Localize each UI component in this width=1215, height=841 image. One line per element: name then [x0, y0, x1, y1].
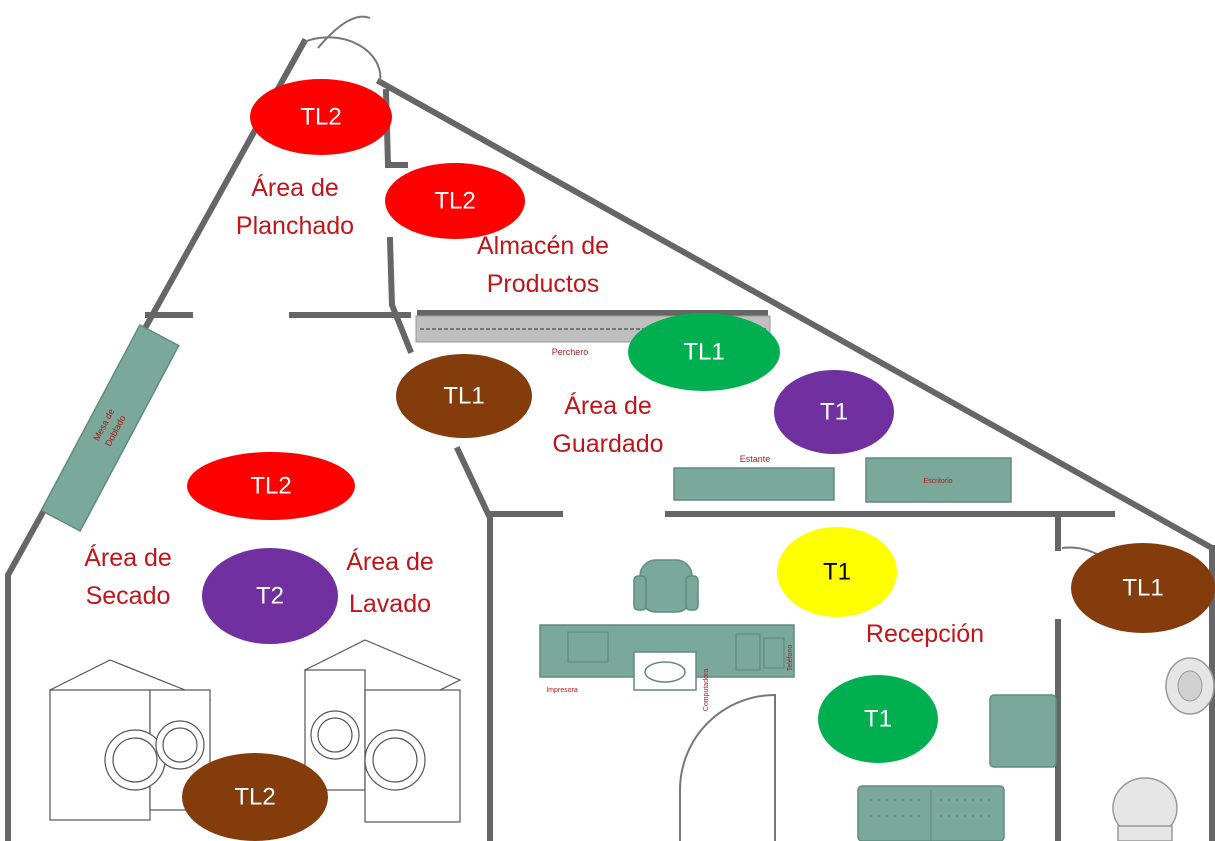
computer-label: Computadora — [703, 669, 710, 712]
door-entrance-swing — [317, 15, 371, 49]
room-labels: Área de Planchado Almacén de Productos Á… — [84, 173, 984, 648]
coat-rack-label: Perchero — [552, 347, 589, 357]
room-recepcion: Recepción — [866, 620, 984, 648]
sofa — [857, 785, 1005, 841]
markers: TL2 TL2 TL1 TL1 T1 TL2 T2 T1 — [182, 79, 1215, 841]
marker-label: TL1 — [1122, 575, 1163, 602]
marker-ellipse — [202, 548, 338, 644]
washbasin — [1165, 657, 1215, 715]
dryer-machines — [48, 659, 212, 821]
shelf-label: Estante — [740, 454, 771, 464]
marker-tl2-planchado-2: TL2 — [385, 163, 525, 239]
door-entrance-top — [303, 36, 382, 83]
room-lavado-line1: Área de — [346, 547, 434, 576]
marker-t1-guardado: T1 — [774, 370, 894, 454]
room-guardado-line2: Guardado — [552, 430, 663, 458]
marker-label: T1 — [864, 706, 892, 733]
marker-t1-recepcion-yellow: T1 — [777, 527, 897, 617]
marker-ellipse — [774, 370, 894, 454]
marker-t2-lavado: T2 — [202, 548, 338, 644]
room-almacen-line2: Productos — [487, 270, 600, 298]
marker-ellipse — [182, 753, 328, 841]
marker-ellipse — [187, 452, 355, 520]
outer-wall-left — [5, 37, 309, 841]
marker-tl2-lavado-bottom: TL2 — [182, 753, 328, 841]
marker-ellipse — [396, 354, 532, 438]
marker-label: TL2 — [250, 473, 291, 500]
marker-tl2-secado: TL2 — [187, 452, 355, 520]
marker-tl1-guardado: TL1 — [396, 354, 532, 438]
marker-label: T1 — [823, 559, 851, 586]
doors — [303, 15, 1113, 841]
marker-label: TL2 — [434, 188, 475, 215]
outer-wall-diagonal — [375, 77, 1215, 553]
marker-label: T2 — [256, 583, 284, 610]
computer-disc — [644, 661, 686, 683]
folding-table: Mesa de Doblado — [40, 323, 180, 533]
partition-guardado-diagonal — [454, 446, 493, 841]
marker-ellipse — [250, 79, 392, 155]
desk — [865, 457, 1012, 503]
marker-tl1-bathroom: TL1 — [1071, 543, 1215, 633]
marker-ellipse — [818, 675, 938, 763]
marker-t1-recepcion-green: T1 — [818, 675, 938, 763]
marker-label: TL1 — [683, 339, 724, 366]
marker-tl1-perchero: TL1 — [628, 313, 780, 391]
room-secado-line1: Área de — [84, 543, 172, 572]
room-lavado-line2: Lavado — [349, 590, 431, 618]
walls — [5, 37, 1215, 841]
room-almacen-line1: Almacén de — [477, 232, 609, 260]
marker-tl2-planchado: TL2 — [250, 79, 392, 155]
marker-label: T1 — [820, 399, 848, 426]
marker-label: TL2 — [234, 784, 275, 811]
printer-label: Impresora — [546, 687, 578, 694]
room-secado-line2: Secado — [86, 582, 171, 610]
room-planchado-line2: Planchado — [236, 212, 354, 240]
marker-ellipse — [1071, 543, 1215, 633]
marker-label: TL2 — [300, 104, 341, 131]
toilet — [1112, 777, 1178, 841]
door-reception — [679, 693, 776, 841]
partition-upper-horizontal — [145, 310, 768, 318]
office-chair — [633, 559, 699, 613]
marker-ellipse — [628, 313, 780, 391]
shelf — [673, 467, 835, 501]
marker-ellipse — [777, 527, 897, 617]
desk-label: Escritorio — [923, 478, 952, 485]
room-guardado-line1: Área de — [564, 391, 652, 420]
room-planchado-line1: Área de — [251, 173, 339, 202]
phone-label: Teléfono — [787, 645, 794, 672]
marker-ellipse — [385, 163, 525, 239]
marker-label: TL1 — [443, 383, 484, 410]
side-cabinet — [989, 694, 1057, 768]
washing-machines — [303, 639, 462, 823]
furniture: Mesa de Doblado Perchero Estante Escrito… — [40, 315, 1215, 841]
